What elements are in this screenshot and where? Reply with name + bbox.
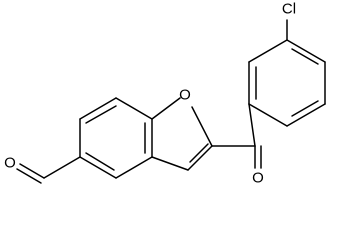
double-bond (85, 152, 115, 171)
bond (43, 156, 81, 179)
aldehyde-oxygen-label: O (4, 155, 16, 172)
chemical-structure: Cl O O O (4, 1, 326, 187)
bond (115, 156, 153, 179)
bond (191, 106, 213, 147)
furan-oxygen-label: O (179, 87, 191, 104)
bond (248, 39, 288, 63)
bond (286, 103, 326, 127)
benzene-ring (79, 97, 153, 179)
bond (248, 103, 288, 127)
chlorophenyl-ring (248, 39, 326, 127)
double-bond (291, 100, 319, 117)
aldehyde-double-bond (19, 163, 45, 179)
double-bond (85, 105, 117, 124)
chlorine-label: Cl (282, 1, 296, 18)
bond (151, 156, 189, 171)
aldehyde-double-bond (16, 168, 42, 184)
double-bond (291, 48, 319, 65)
double-bond (189, 143, 209, 163)
bond (248, 103, 256, 147)
furan-ring (151, 97, 213, 171)
bond (151, 97, 181, 120)
ketone-oxygen-label: O (252, 170, 264, 187)
bond (79, 97, 117, 120)
bond (115, 97, 153, 120)
structure-canvas: Cl O O O (4, 1, 326, 187)
bond (286, 39, 326, 63)
bond (79, 156, 117, 179)
bond (187, 145, 213, 171)
